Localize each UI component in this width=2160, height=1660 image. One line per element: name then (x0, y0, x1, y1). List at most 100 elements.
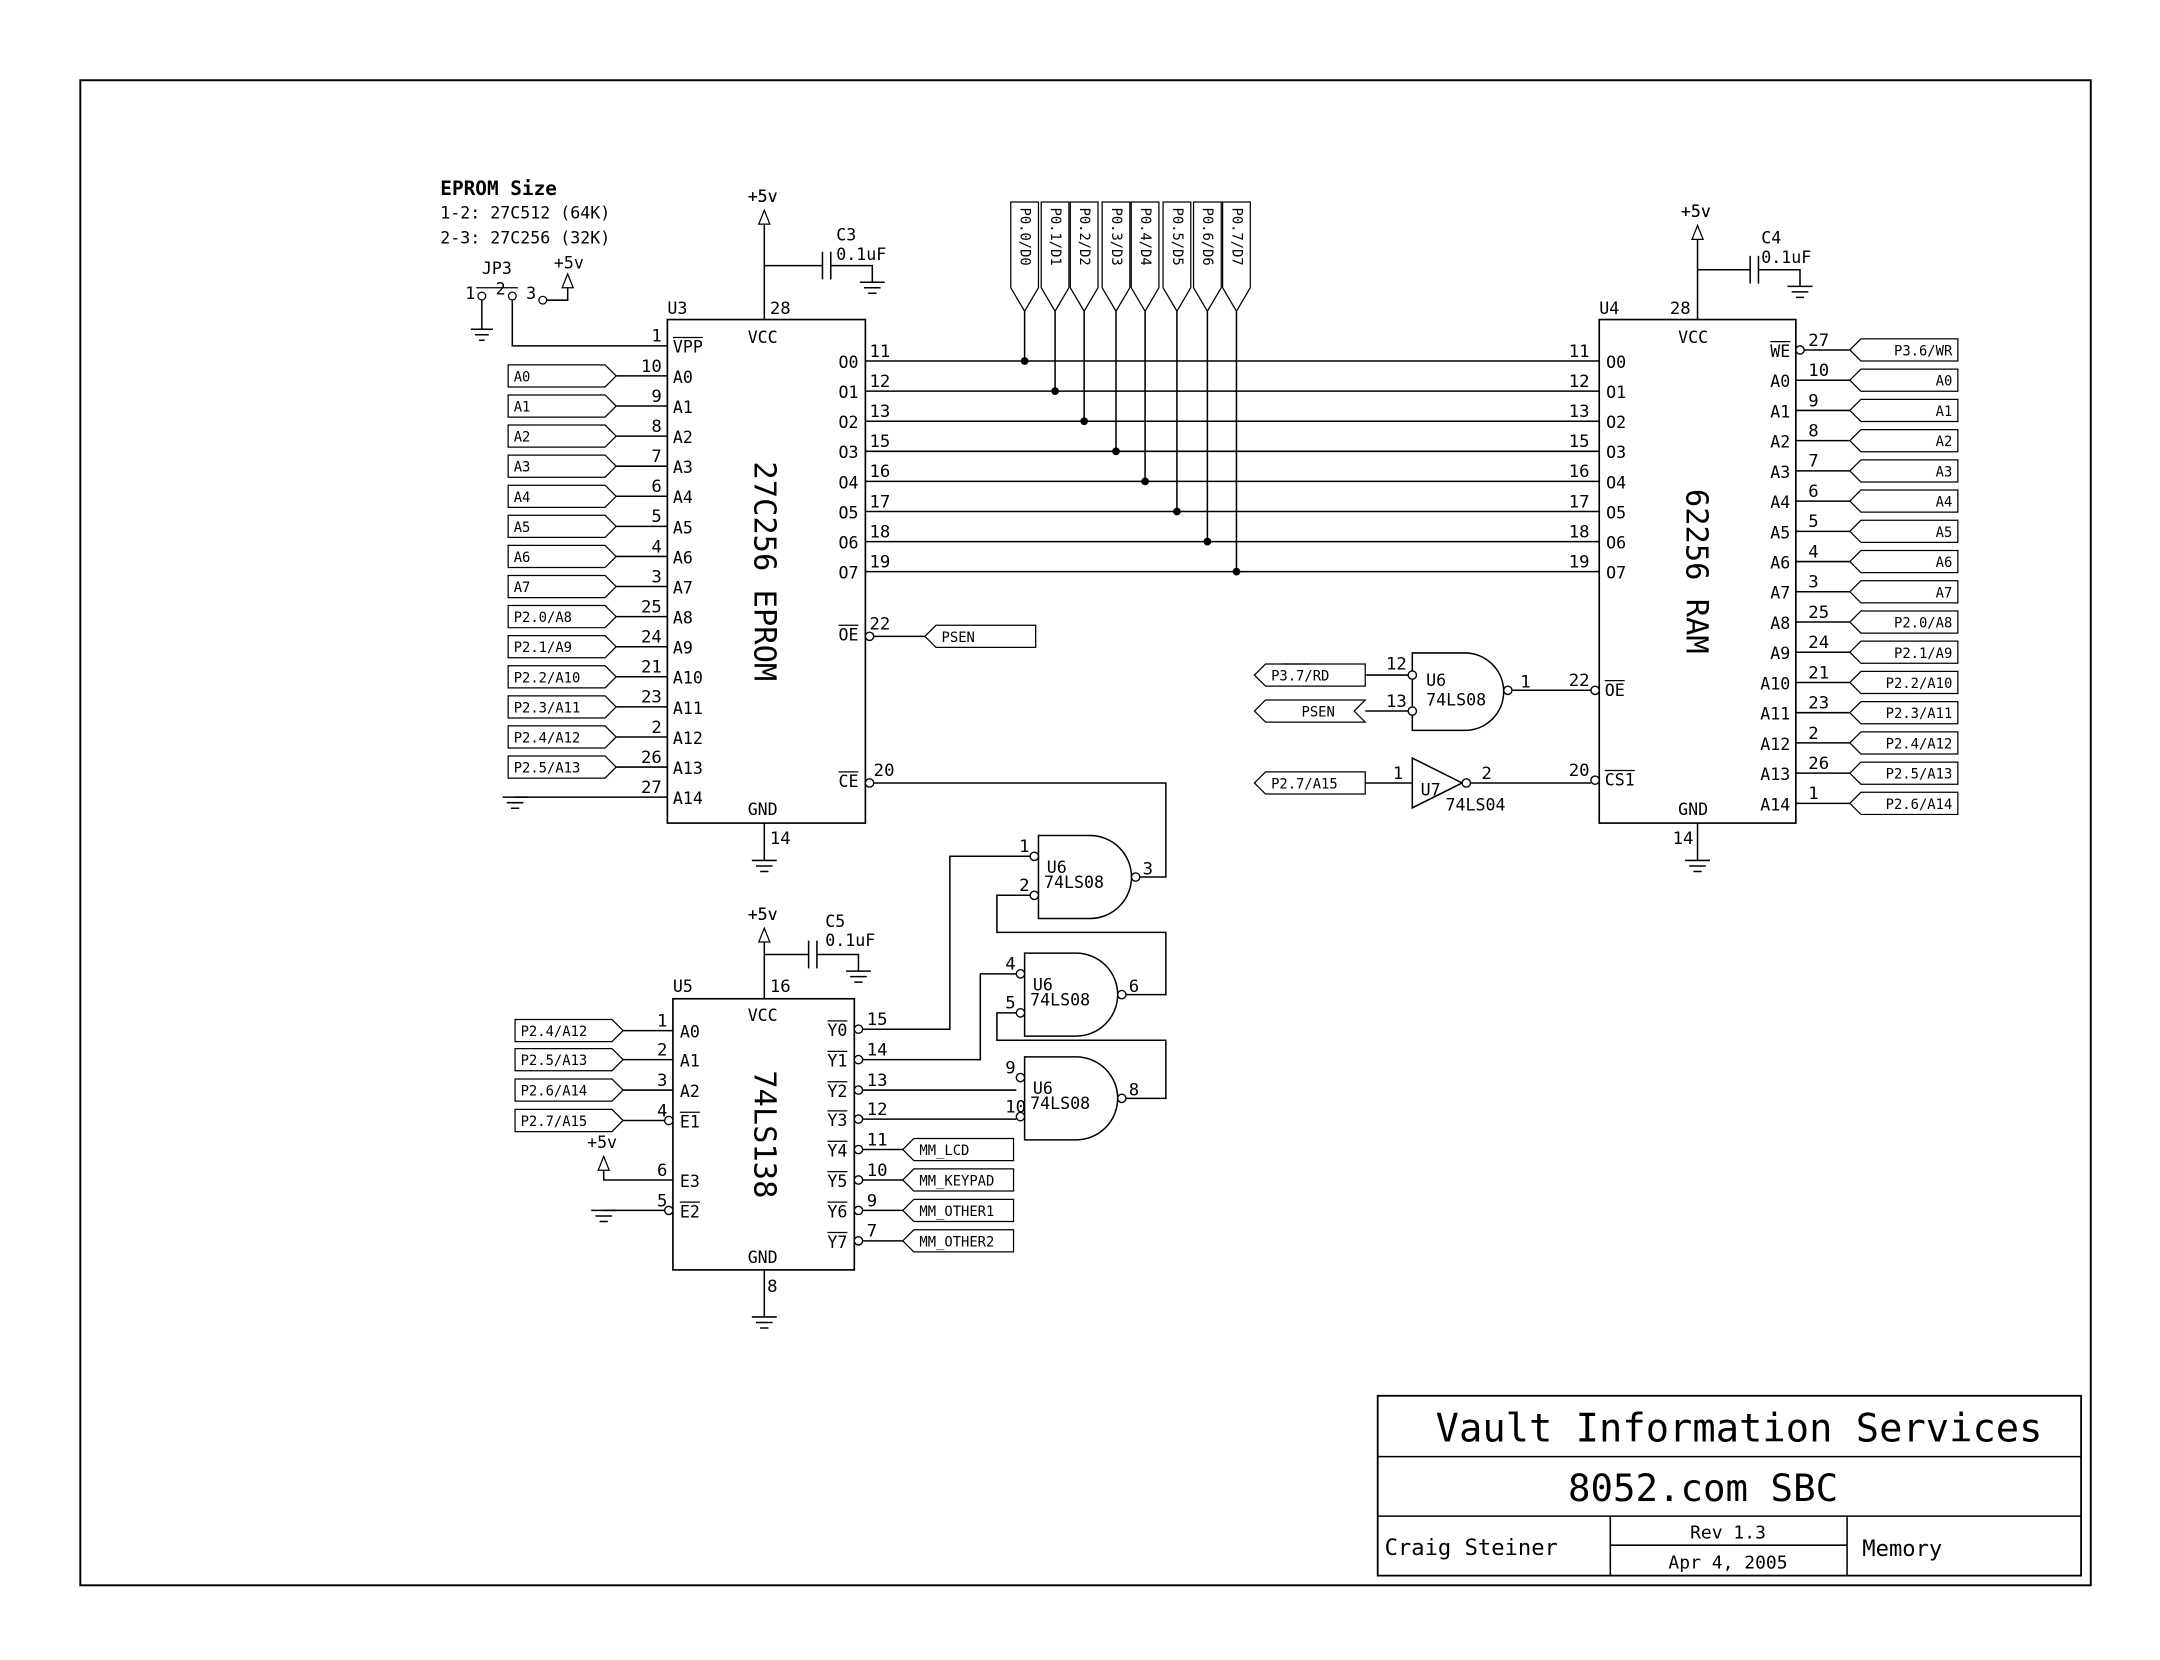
u4-pin-number: 6 (1808, 482, 1818, 502)
u4-net-flag-shape (1848, 459, 1959, 483)
data-bus-flag-shape (1192, 201, 1222, 313)
u4-pin-name: A3 (1770, 463, 1790, 482)
u3-net-flag: A4 (514, 490, 531, 506)
u4-pin-name: A7 (1770, 584, 1790, 603)
u4-pin-number: 17 (1569, 492, 1590, 512)
u3-net-flag-shape (507, 725, 618, 749)
gate-pin-a: 9 (1005, 1058, 1015, 1078)
u4-pin-name: A8 (1770, 614, 1790, 633)
u3-net-flag-shape (507, 364, 618, 388)
u3-net-flag: A6 (514, 550, 531, 566)
u3-net-flag: P2.1/A9 (514, 640, 572, 656)
u4-pin-name: A12 (1760, 735, 1790, 754)
junction-dot (1141, 477, 1149, 486)
u4-pin-number: 5 (1808, 512, 1818, 532)
gate-pin-b: 2 (1019, 876, 1029, 896)
gate-ref: U6 (1033, 975, 1053, 994)
u3-ref: U3 (667, 299, 687, 318)
u4-pin-number: 27 (1808, 331, 1829, 351)
u3-pin-number: 25 (641, 597, 662, 617)
u4-ref: U4 (1599, 299, 1619, 318)
net-flag-rd: P3.7/RD (1271, 669, 1329, 685)
u5-pin-name: Y7 (827, 1233, 847, 1252)
u5-pin-number: 12 (867, 1100, 888, 1120)
u5-net-flag: P2.4/A12 (521, 1024, 588, 1040)
u5-pin-number: 11 (867, 1130, 888, 1150)
u5-pin-name: Y0 (827, 1021, 847, 1040)
date: Apr 4, 2005 (1668, 1553, 1787, 1574)
u3-pin-number: 2 (651, 718, 661, 738)
u5-pin-bubble (663, 1205, 674, 1216)
gate-u6-oe-bubble-b (1407, 706, 1418, 716)
u5-pin-bubble (663, 1115, 674, 1126)
u5-output-bubble (853, 1236, 864, 1246)
u3-psen-flag: PSEN (942, 630, 975, 646)
u3-gnd-pin: 14 (770, 829, 791, 849)
u3-net-flag: A0 (514, 369, 531, 385)
u4-pin-name: A1 (1770, 402, 1790, 421)
u5-net-flag: MM_OTHER1 (919, 1204, 994, 1220)
u3-pin-number: 13 (870, 402, 891, 422)
u4-pin-name: A11 (1760, 705, 1790, 724)
u3-pin-number: 24 (641, 628, 662, 648)
u3-pin-name: A1 (673, 398, 693, 417)
u3-pin-number: 23 (641, 688, 662, 708)
u5-pin-number: 13 (867, 1071, 888, 1091)
gate-bubble-b (1015, 1008, 1026, 1018)
junction-dot (1232, 567, 1241, 576)
generated-circuit: +5v+5v+5v+5v+5v+5v1VPP10A0A09A1A18A2A27A… (502, 187, 1959, 1329)
u3-pin-name: A14 (673, 789, 703, 808)
u4-net-flag: A5 (1936, 525, 1953, 541)
u3-ce-pin-number: 20 (874, 761, 895, 781)
u4-net-flag-shape (1848, 701, 1959, 725)
u3-net-flag: A3 (514, 460, 531, 476)
data-bus-flag-shape (1010, 201, 1040, 313)
u5-net-flag: P2.6/A14 (521, 1084, 588, 1100)
u3-pin-name: O5 (838, 503, 858, 522)
u3-vcc-label: VCC (748, 328, 778, 347)
u3-pin-name: A4 (673, 488, 693, 507)
u3-vcc-pin: 28 (770, 299, 791, 319)
gate-part: 74LS08 (1030, 990, 1090, 1009)
gate-u6-oe-bubble-a (1407, 670, 1418, 680)
net-flag-psen: PSEN (1302, 705, 1335, 721)
inverter-pin-in: 1 (1393, 764, 1403, 784)
u4-cs-bubble (1590, 775, 1600, 786)
junction-dot (1112, 447, 1120, 456)
u3-ground (751, 859, 777, 873)
u5-pin-name: A1 (680, 1052, 700, 1071)
inverter-u7 (1411, 756, 1464, 810)
u4-net-flag: P2.4/A12 (1886, 736, 1953, 752)
data-bus-flag-shape (1130, 201, 1160, 313)
u5-gnd-pin: 8 (767, 1277, 777, 1297)
gate-u6-pin-out: 1 (1520, 673, 1530, 693)
u5-pin-number: 7 (867, 1222, 877, 1242)
u4-pin-name: O5 (1606, 503, 1626, 522)
gate-u6-oe (1411, 652, 1505, 732)
u3-net-flag-shape (507, 424, 618, 448)
u4-cs-pin-name: CS1 (1605, 771, 1635, 790)
u4-net-flag-shape (1848, 670, 1959, 695)
u3-net-flag: P2.3/A11 (514, 700, 581, 716)
gate-u6-2 (1023, 952, 1119, 1037)
u5-pin-number: 4 (657, 1101, 667, 1121)
data-bus-flag: P0.1/D1 (1047, 208, 1063, 266)
u3-oe-pin-number: 22 (870, 614, 891, 634)
u4-pin-name: A9 (1770, 644, 1790, 663)
u5-e3-vcc-label: +5v (587, 1133, 617, 1152)
u3-pin-name: A9 (673, 639, 693, 658)
gate-u6-1 (1037, 834, 1133, 920)
revision: Rev 1.3 (1690, 1522, 1766, 1543)
u4-pin-number: 25 (1808, 603, 1829, 623)
u4-pin-name: A13 (1760, 765, 1790, 784)
u3-pin-name: A0 (673, 368, 693, 387)
net-flag-psen-shape (1253, 699, 1367, 723)
u4-vcc-label: +5v (1681, 202, 1711, 221)
junction-dot (1080, 417, 1089, 426)
gate-u6-ref: U6 (1426, 671, 1446, 690)
inverter-u7-bubble (1461, 778, 1472, 788)
u4-net-flag-shape (1848, 731, 1959, 755)
u3-vcc-rail-label: +5v (748, 187, 778, 206)
u4-ground (1685, 859, 1710, 873)
